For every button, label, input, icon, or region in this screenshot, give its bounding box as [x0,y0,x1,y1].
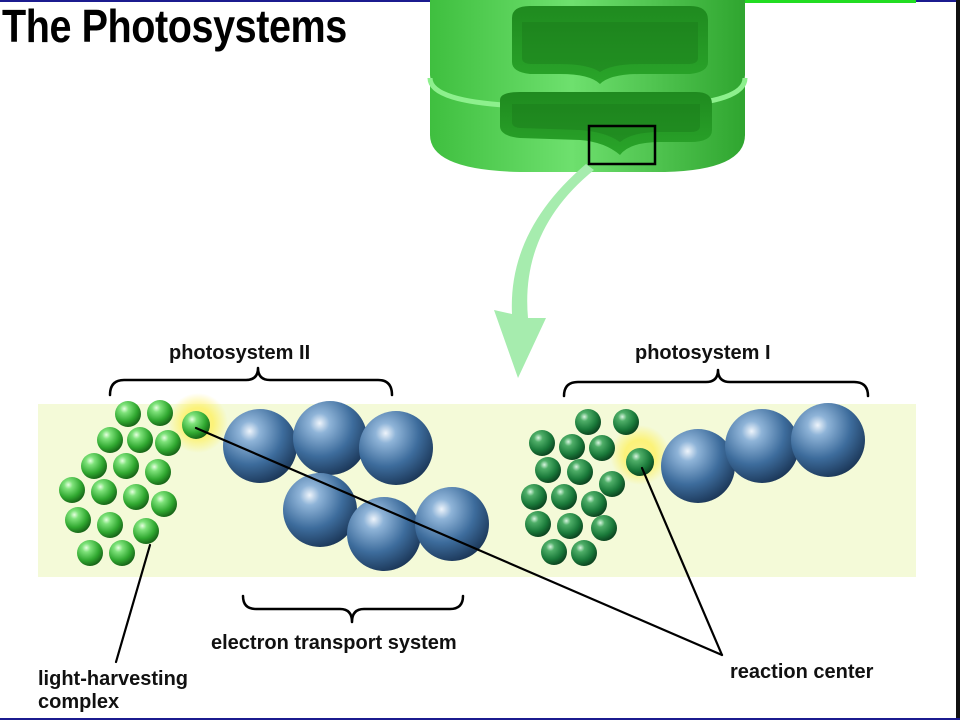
photosystem-ii-label: photosystem II [169,342,311,364]
light-harvesting-label-line1: light-harvesting [38,668,189,690]
ps1-light-harvesting-complex [521,409,639,566]
ps1-reaction-center-pointer [640,466,724,657]
ps1-reaction-center [626,448,654,476]
slide-top-accent [700,0,916,3]
reaction-center-label: reaction center [730,661,874,683]
ps2-light-harvesting-complex [59,400,181,566]
ets-bracket [241,594,465,624]
ps2-reaction-center [182,411,210,439]
ps1-bracket [562,368,870,398]
light-harvesting-label-line2: complex [38,691,120,713]
slide-title: The Photosystems [2,0,347,52]
ps2-reaction-center-pointer [194,426,724,657]
electron-transport-label: electron transport system [211,632,457,654]
zoom-box [587,124,657,166]
light-harvesting-pointer [114,543,152,664]
thylakoid-stack [427,0,748,172]
zoom-arrow [494,164,594,378]
ps2-bracket [108,366,394,397]
slide-bottom-border [0,718,960,720]
slide-right-border [956,0,960,720]
photosystem-i-label: photosystem I [635,342,771,364]
ps1-proteins [661,403,865,503]
